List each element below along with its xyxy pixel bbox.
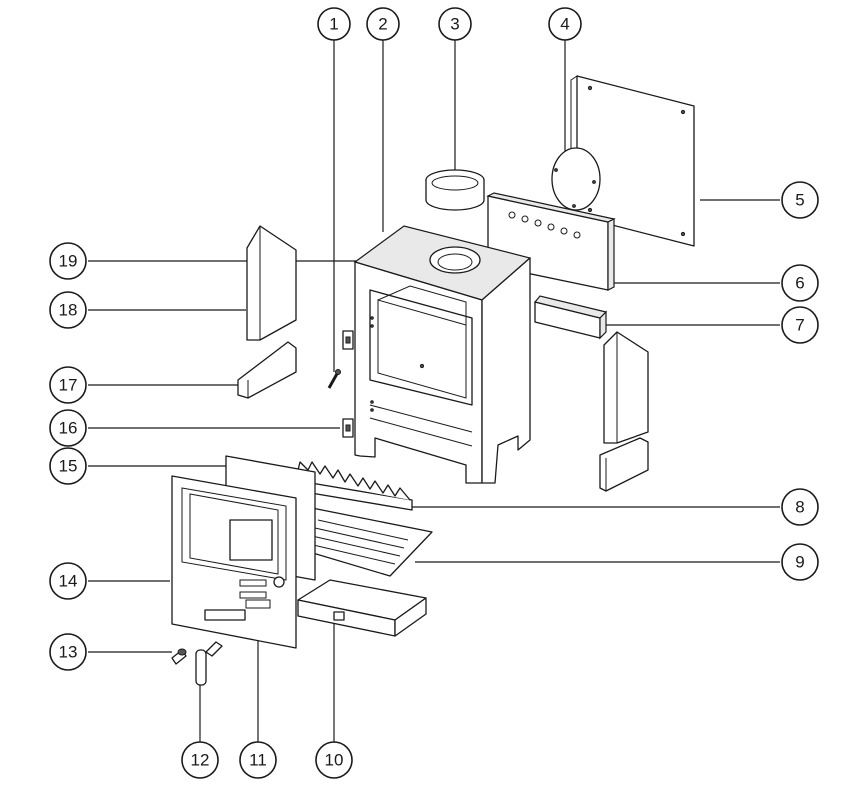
callout-14: 14 (49, 562, 87, 600)
svg-text:3: 3 (450, 15, 459, 34)
callout-5: 5 (781, 181, 819, 219)
svg-text:9: 9 (795, 553, 804, 572)
front-door (171, 475, 297, 649)
callout-6: 6 (781, 264, 819, 302)
door-handle (195, 641, 223, 686)
left-side-brick (246, 225, 297, 341)
svg-text:15: 15 (59, 457, 78, 476)
svg-text:7: 7 (795, 316, 804, 335)
svg-text:19: 19 (59, 252, 78, 271)
svg-text:18: 18 (59, 301, 78, 320)
callout-12: 12 (181, 741, 219, 779)
callout-2: 2 (366, 7, 400, 41)
blanking-plate (551, 147, 601, 211)
svg-text:8: 8 (795, 498, 804, 517)
svg-text:10: 10 (325, 751, 344, 770)
svg-text:17: 17 (59, 376, 78, 395)
callout-8: 8 (781, 488, 819, 526)
callout-9: 9 (781, 543, 819, 581)
svg-text:11: 11 (249, 751, 267, 770)
callout-16: 16 (49, 409, 87, 447)
callout-10: 10 (315, 741, 353, 779)
callout-17: 17 (49, 366, 87, 404)
right-side-brick (599, 331, 649, 492)
svg-text:2: 2 (378, 15, 387, 34)
svg-text:5: 5 (795, 191, 804, 210)
svg-text:14: 14 (59, 572, 78, 591)
callout-11: 11 (239, 741, 277, 779)
small-bottom-brick (237, 341, 297, 399)
callout-13: 13 (49, 633, 87, 671)
callout-7: 7 (781, 306, 819, 344)
air-rod (327, 369, 341, 389)
svg-text:16: 16 (59, 419, 78, 438)
svg-text:4: 4 (560, 15, 569, 34)
svg-text:13: 13 (59, 643, 78, 662)
svg-text:12: 12 (191, 751, 210, 770)
callout-19: 19 (49, 242, 87, 280)
callout-4: 4 (548, 7, 582, 41)
base-grate (295, 507, 433, 577)
hinge-bracket-upper (342, 330, 354, 350)
ash-pan (297, 579, 427, 637)
svg-text:1: 1 (329, 15, 338, 34)
stove-body (353, 225, 532, 484)
hinge-bracket-lower (342, 418, 354, 438)
callout-18: 18 (49, 291, 87, 329)
flue-collar (425, 169, 485, 211)
handle-knob (171, 648, 187, 665)
throat-brick (533, 295, 608, 340)
callout-15: 15 (49, 447, 87, 485)
svg-text:6: 6 (795, 274, 804, 293)
callout-3: 3 (438, 7, 472, 41)
callout-1: 1 (317, 7, 351, 41)
